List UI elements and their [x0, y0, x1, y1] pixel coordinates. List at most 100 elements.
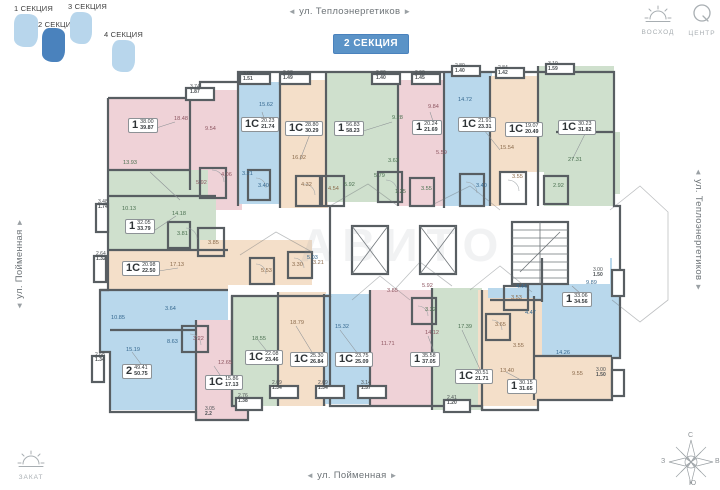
balcony-length: 2.64 — [96, 251, 106, 257]
section-label-2[interactable]: 2 СЕКЦИЯ — [38, 20, 77, 29]
arrow-left-icon: ◄ — [288, 7, 297, 16]
apartment-area-living: 49.41 — [134, 365, 148, 372]
apartment-rooms: 1С — [294, 353, 309, 365]
apartment-block-east — [490, 132, 620, 400]
section-shape-2[interactable] — [42, 28, 65, 62]
room-area-label: 15.62 — [259, 102, 273, 108]
room-area-label: 3.85 — [208, 240, 219, 246]
room-area-label: 3.21 — [313, 260, 324, 266]
apartment-area-living: 20.24 — [424, 121, 438, 128]
room-area-label: 13.93 — [123, 160, 137, 166]
apartment-rooms: 1С — [209, 376, 224, 388]
balcony-area: 1.87 — [190, 89, 200, 96]
balcony-length: 3.14 — [361, 380, 371, 386]
compass-east: В — [715, 458, 720, 465]
balcony-area: 1.32 — [96, 256, 106, 263]
apartment-area-living: 15.86 — [225, 376, 239, 383]
balcony-area: 1.34 — [318, 385, 328, 392]
apartment-area-total: 31.65 — [519, 385, 533, 392]
room-area-label: 9.84 — [428, 104, 439, 110]
section-label-1[interactable]: 1 СЕКЦИЯ — [14, 4, 53, 13]
apartment-rooms: 1С — [459, 370, 474, 382]
room-area-label: 3.63 — [388, 158, 399, 164]
section-shape-3[interactable] — [70, 12, 92, 44]
room-area-label: 5.03 — [307, 255, 318, 261]
sunrise-icon — [644, 5, 672, 22]
apartment-area-living: 21.91 — [478, 118, 492, 125]
building-core — [330, 206, 610, 288]
section-picker[interactable]: 1 СЕКЦИЯ 2 СЕКЦИЯ 3 СЕКЦИЯ 4 СЕКЦИЯ — [0, 0, 200, 80]
room-area-label: 9.55 — [572, 371, 583, 377]
room-area-label: 16.02 — [292, 155, 306, 161]
apartment-area-total: 17.13 — [225, 381, 239, 388]
balcony-length: 3.00 — [593, 267, 603, 273]
apartment-area-total: 21.71 — [475, 375, 489, 382]
compass-west: З — [661, 458, 666, 465]
street-label-top: ◄ ул. Теплоэнергетиков ► — [288, 6, 412, 17]
section-shape-4[interactable] — [112, 40, 135, 72]
room-area-label: 5.53 — [261, 268, 272, 274]
apartment-area-living: 35.58 — [422, 353, 436, 360]
room-area-label: 3.40 — [258, 183, 269, 189]
room-area-label: 4.32 — [301, 182, 312, 188]
room-area-label: 4.54 — [328, 186, 339, 192]
apartment-area-living: 30.15 — [519, 380, 533, 387]
section-label-4[interactable]: 4 СЕКЦИЯ — [104, 30, 143, 39]
balcony-length: 2.80 — [376, 70, 386, 76]
apartment-area-total: 39.87 — [140, 124, 154, 131]
room-area-label: 3.81 — [177, 231, 188, 237]
apartment-area-living: 23.75 — [355, 353, 369, 360]
balcony-area: 1.38 — [238, 398, 248, 405]
room-area-label: 3.85 — [387, 288, 398, 294]
room-area-label: 14.26 — [556, 350, 570, 356]
balcony-area: 1.50 — [596, 372, 606, 379]
apartment-area-total: 33.79 — [137, 225, 151, 232]
section-shape-1[interactable] — [14, 14, 38, 47]
balcony-area: 1.42 — [498, 70, 508, 77]
apartment-rooms: 1С — [245, 118, 260, 130]
apartment-rooms: 1С — [249, 351, 264, 363]
room-area-label: 5.92 — [422, 283, 433, 289]
apartment-area-living: 33.06 — [574, 293, 588, 300]
room-area-label: 3.64 — [165, 306, 176, 312]
section-badge[interactable]: 2 СЕКЦИЯ — [333, 34, 410, 54]
room-area-label: 3.65 — [495, 322, 506, 328]
balcony-area: 1.51 — [243, 76, 253, 83]
section-label-3[interactable]: 3 СЕКЦИЯ — [68, 2, 107, 11]
sunset-icon — [17, 450, 45, 467]
apartment-rooms: 1 — [416, 121, 423, 133]
balcony-length: 2.69 — [272, 380, 282, 386]
